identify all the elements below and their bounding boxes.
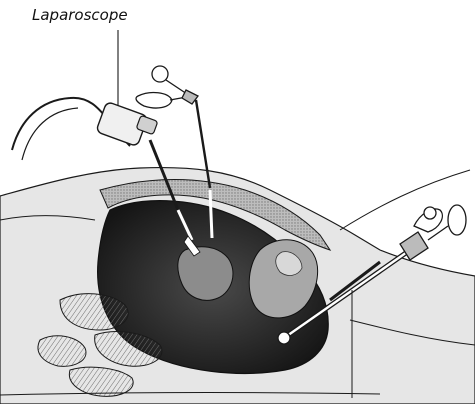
instrument-tip-2	[210, 190, 212, 238]
